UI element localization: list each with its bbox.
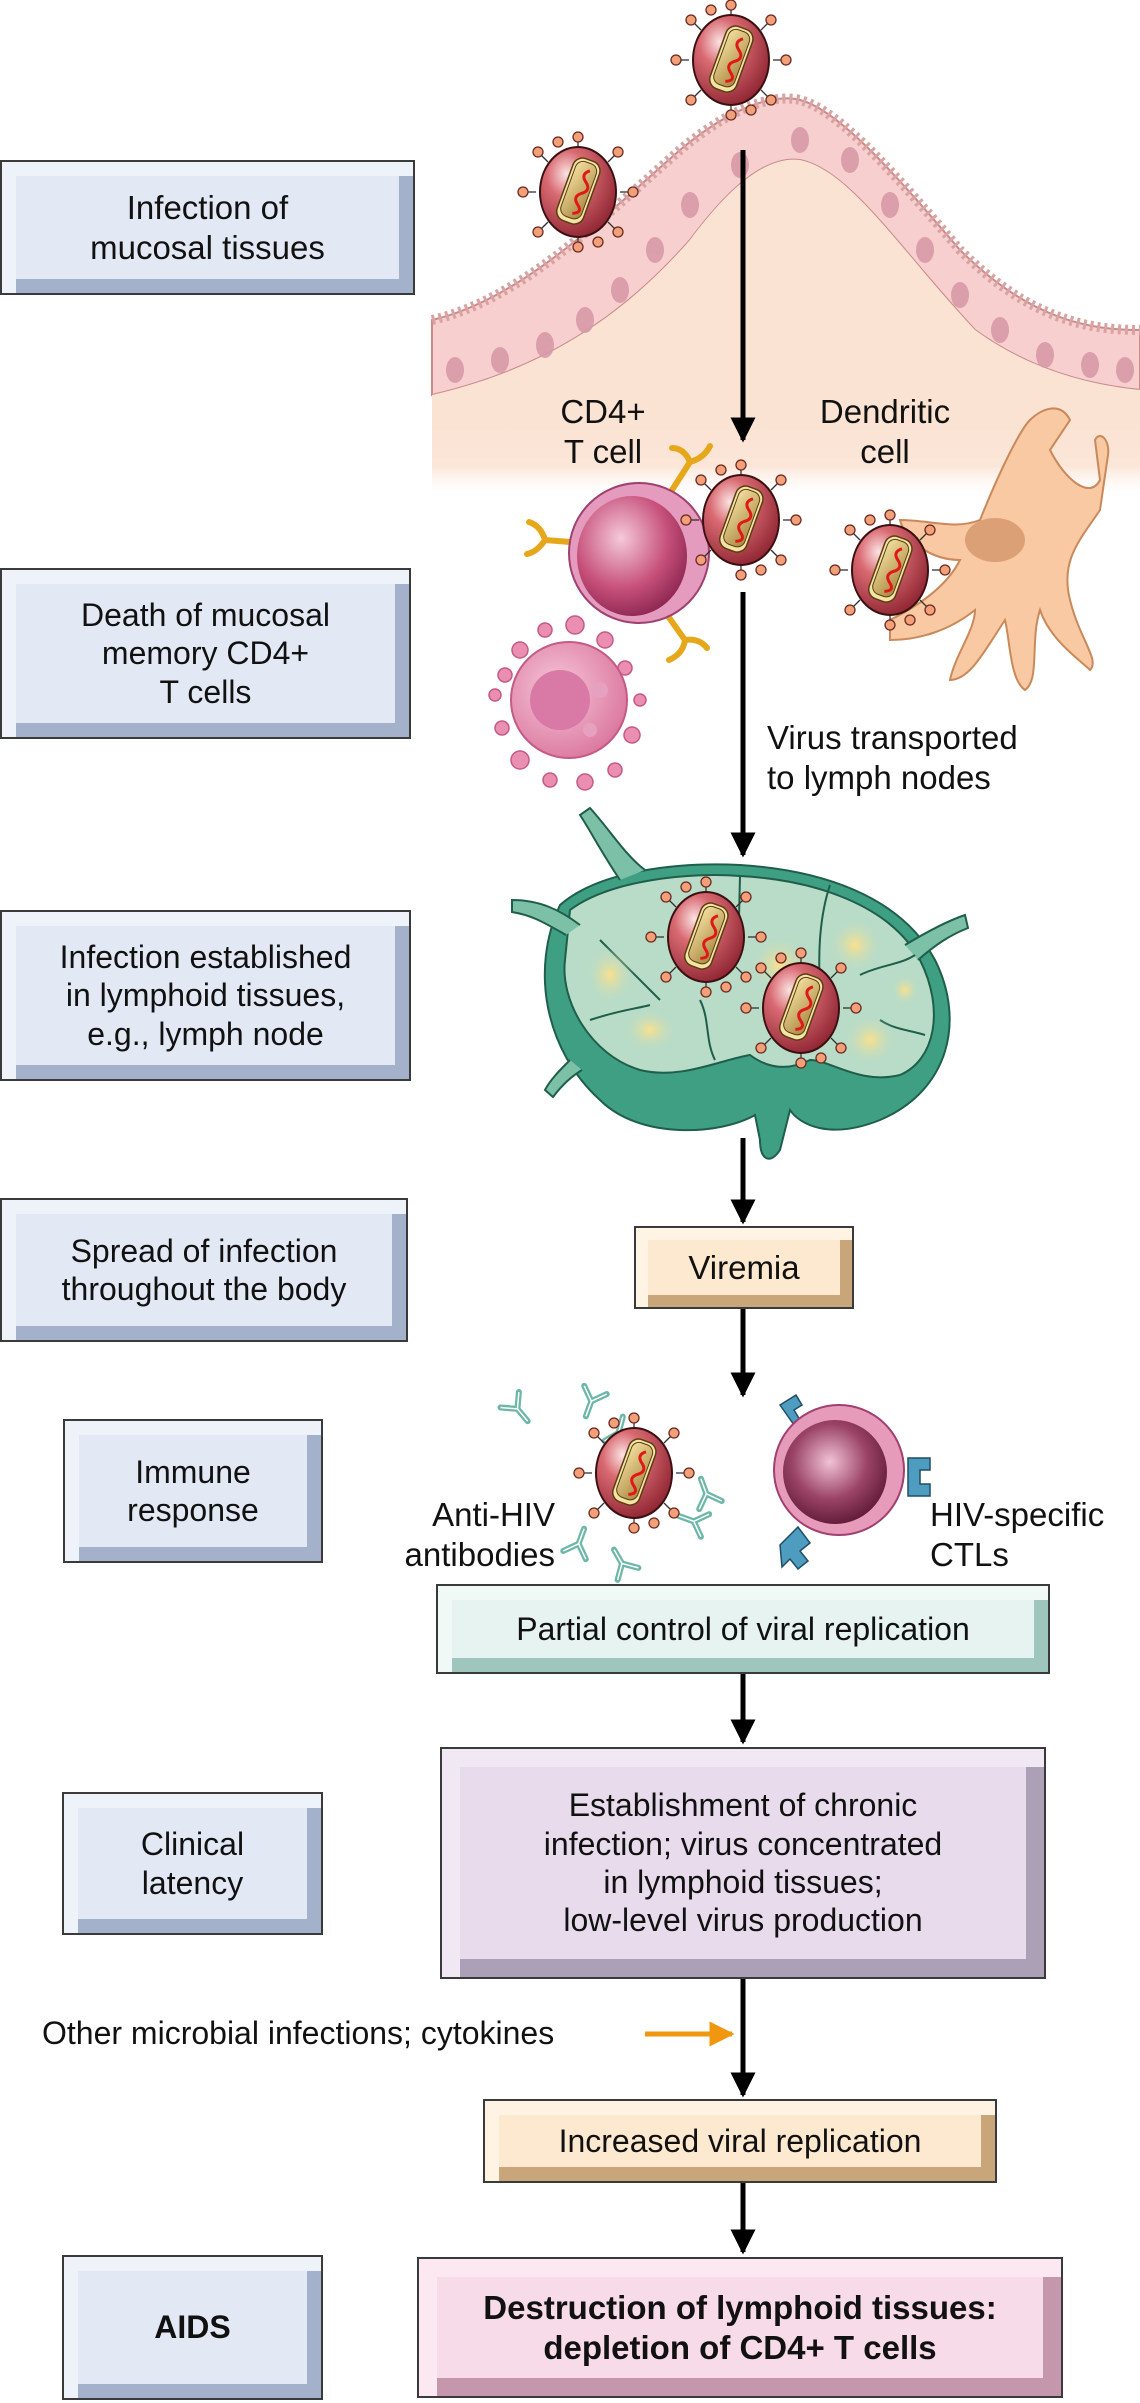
dendritic-cell-label: Dendritic cell	[819, 393, 951, 470]
chronic-infection-label: Establishment of chronic infection; viru…	[543, 1787, 943, 1939]
stage-box-latency: Clinical latency	[62, 1792, 323, 1935]
cd4-t-cell-label: CD4+ T cell	[560, 393, 646, 470]
stage-box-immune: Immune response	[63, 1419, 323, 1563]
hiv-virion-icon	[669, 0, 793, 122]
hiv-specific-ctl-icon	[773, 1393, 931, 1571]
hiv-virion-icon	[516, 130, 640, 254]
stage-label: Infection of mucosal tissues	[90, 188, 325, 266]
stage-label: Spread of infection throughout the body	[61, 1232, 347, 1307]
dendritic-cell-icon	[889, 407, 1110, 692]
stage-box-aids: AIDS	[62, 2255, 323, 2400]
hiv-virion-icon	[679, 458, 803, 582]
viremia-label: Viremia	[688, 1248, 800, 1286]
hiv-virion-icon	[572, 1411, 696, 1535]
virus-transported-label: Virus transported to lymph nodes	[767, 719, 1018, 796]
destruction-label: Destruction of lymphoid tissues: depleti…	[483, 2288, 997, 2366]
stage-label: Clinical latency	[140, 1826, 245, 1901]
partial-control-box: Partial control of viral replication	[436, 1584, 1050, 1674]
partial-control-label: Partial control of viral replication	[516, 1610, 970, 1647]
hiv-specific-ctls-label: HIV-specific CTLs	[930, 1496, 1105, 1573]
lymph-node-icon	[511, 806, 970, 1160]
stage-label: Immune response	[127, 1453, 259, 1528]
anti-hiv-antibodies-label: Anti-HIV antibodies	[404, 1496, 555, 1573]
destruction-box: Destruction of lymphoid tissues: depleti…	[417, 2257, 1063, 2398]
dying-t-cell-icon	[488, 615, 647, 791]
cd4-t-cell-icon	[524, 443, 713, 663]
hiv-virion-icon	[644, 875, 768, 999]
stage-label: AIDS	[154, 2309, 231, 2346]
stage-box-mucosa: Infection of mucosal tissues	[0, 160, 415, 295]
stage-box-death: Death of mucosal memory CD4+ T cells	[0, 568, 411, 739]
stage-box-lymphoid: Infection established in lymphoid tissue…	[0, 910, 411, 1081]
chronic-infection-box: Establishment of chronic infection; viru…	[440, 1747, 1046, 1979]
hiv-virion-icon	[739, 946, 863, 1070]
increased-replication-box: Increased viral replication	[483, 2099, 997, 2183]
increased-replication-label: Increased viral replication	[558, 2122, 922, 2159]
viremia-box: Viremia	[634, 1226, 854, 1309]
stage-label: Infection established in lymphoid tissue…	[59, 938, 352, 1052]
other-infections-label: Other microbial infections; cytokines	[42, 2015, 555, 2051]
stage-label: Death of mucosal memory CD4+ T cells	[80, 596, 330, 710]
hiv-virion-icon	[828, 508, 952, 632]
stage-box-spread: Spread of infection throughout the body	[0, 1198, 408, 1342]
